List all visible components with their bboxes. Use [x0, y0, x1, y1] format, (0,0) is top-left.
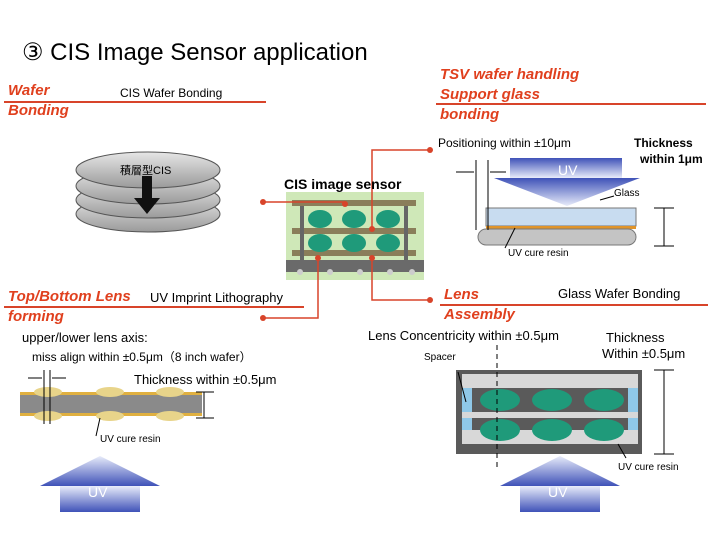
wafer-bonding-heading-1: Wafer — [8, 82, 50, 99]
assembly-concentricity: Lens Concentricity within ±0.5μm — [368, 328, 559, 343]
assembly-method: Glass Wafer Bonding — [558, 286, 681, 301]
lens-uv-arrow — [40, 456, 160, 512]
lens-forming-method: UV Imprint Lithography — [150, 290, 283, 305]
lens-forming-heading-2: forming — [8, 308, 64, 325]
assembly-resin-label: UV cure resin — [618, 462, 679, 473]
wafer-bonding-rule — [4, 101, 266, 103]
lens-resin-label: UV cure resin — [100, 434, 161, 445]
lens-forming-rule — [4, 306, 304, 308]
page-title: ③ CIS Image Sensor application — [22, 39, 368, 66]
lens-forming-diagram — [20, 387, 202, 421]
lens-axis-1: upper/lower lens axis: — [22, 330, 148, 345]
tsv-uv-label: UV — [558, 162, 578, 178]
lens-axis-2: miss align within ±0.5μm（8 inch wafer） — [32, 350, 252, 364]
assembly-heading-1: Lens — [444, 286, 480, 303]
wafer-bonding-heading-2: Bonding — [8, 102, 69, 119]
lens-assembly-diagram — [456, 370, 642, 454]
wafer-stack-label: 積層型CIS — [120, 165, 172, 177]
tsv-dimension-lines — [456, 160, 674, 249]
assembly-thickness-1: Thickness — [606, 330, 665, 345]
cis-sensor-diagram — [286, 192, 424, 280]
assembly-spacer-label: Spacer — [424, 352, 456, 363]
tsv-resin-label: UV cure resin — [508, 248, 569, 259]
tsv-rule — [436, 103, 706, 105]
assembly-dimension-lines — [457, 345, 674, 470]
tsv-thickness-1: Thickness — [634, 136, 693, 150]
cis-sensor-label: CIS image sensor — [284, 176, 402, 192]
tsv-wafer-stack — [477, 207, 637, 246]
connector-lines — [263, 149, 430, 319]
tsv-positioning: Positioning within ±10μm — [438, 136, 571, 150]
tsv-thickness-2: within 1μm — [640, 152, 703, 166]
tsv-heading-2: Support glass — [440, 86, 541, 103]
lens-thickness: Thickness within ±0.5μm — [134, 372, 277, 387]
tsv-glass-label: Glass — [614, 188, 640, 199]
lens-forming-heading-1: Top/Bottom Lens — [8, 288, 131, 305]
tsv-uv-arrow — [494, 158, 640, 206]
assembly-uv-label: UV — [548, 484, 568, 500]
assembly-thickness-2: Within ±0.5μm — [602, 346, 686, 361]
assembly-rule — [440, 304, 708, 306]
tsv-heading-1: TSV wafer handling — [440, 66, 580, 83]
lens-dimension-lines — [28, 370, 214, 437]
assembly-heading-2: Assembly — [444, 306, 515, 323]
lens-uv-label: UV — [88, 484, 108, 500]
assembly-uv-arrow — [500, 456, 620, 512]
wafer-bonding-label: CIS Wafer Bonding — [120, 86, 223, 100]
stacked-wafers — [75, 151, 221, 233]
tsv-heading-3: bonding — [440, 106, 500, 123]
